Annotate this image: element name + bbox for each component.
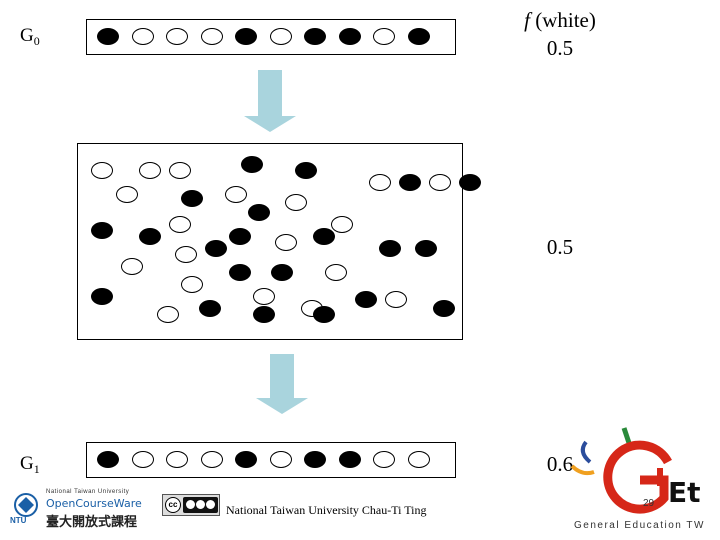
white-ball — [131, 451, 154, 468]
white-ball — [407, 451, 430, 468]
black-ball — [235, 28, 257, 45]
generation-label-g0: G0 — [20, 25, 40, 48]
ntu-mark: NTU — [10, 516, 27, 525]
get-tagline: General Education TW — [574, 520, 705, 531]
footer-credit: National Taiwan University Chau-Ti Ting — [226, 503, 427, 517]
black-ball — [313, 306, 335, 323]
get-logo: Et General Education TW — [568, 424, 720, 540]
black-ball — [229, 228, 251, 245]
frequency-g1: 0.6 — [546, 452, 574, 476]
white-ball — [131, 28, 154, 45]
black-ball — [91, 222, 113, 239]
white-ball — [275, 234, 297, 251]
white-ball — [200, 28, 223, 45]
white-ball — [169, 216, 191, 233]
black-ball — [271, 264, 293, 281]
white-ball — [269, 28, 292, 45]
frequency-pool: 0.5 — [546, 235, 574, 259]
ntu-emblem-icon — [14, 493, 38, 517]
white-ball — [181, 276, 203, 293]
down-arrow-icon — [244, 70, 296, 132]
black-ball — [235, 451, 257, 468]
gamete-pool — [77, 143, 481, 340]
white-ball — [225, 186, 247, 203]
black-ball — [229, 264, 251, 281]
black-ball — [304, 451, 326, 468]
cc-conditions-icon — [183, 497, 218, 513]
black-ball — [139, 228, 161, 245]
black-ball — [313, 228, 335, 245]
white-ball — [429, 174, 451, 191]
svg-text:Et: Et — [668, 476, 701, 509]
get-logo-graphic-icon: Et — [570, 427, 701, 514]
white-ball — [157, 306, 179, 323]
white-ball — [91, 162, 113, 179]
ntu-line1: National Taiwan University — [46, 489, 130, 495]
white-ball — [116, 186, 138, 203]
down-arrow-icon — [256, 354, 308, 414]
black-ball — [338, 28, 361, 45]
frequency-g0: 0.5 — [546, 36, 574, 60]
black-ball — [181, 190, 203, 207]
white-ball — [121, 258, 143, 275]
white-ball — [169, 162, 191, 179]
white-ball — [175, 246, 197, 263]
black-ball — [379, 240, 401, 257]
page-number: 29 — [643, 498, 655, 509]
black-ball — [355, 291, 377, 308]
black-ball — [241, 156, 263, 173]
ntu-line3: 臺大開放式課程 — [46, 515, 138, 530]
black-ball — [199, 300, 221, 317]
black-ball — [205, 240, 227, 257]
black-ball — [248, 204, 270, 221]
white-ball — [385, 291, 407, 308]
white-ball — [200, 451, 223, 468]
black-ball — [91, 288, 113, 305]
white-ball — [166, 451, 188, 468]
black-ball — [399, 174, 421, 191]
white-ball — [166, 28, 188, 45]
black-ball — [295, 162, 317, 179]
ntu-line2: OpenCourseWare — [46, 497, 142, 510]
black-ball — [459, 174, 481, 191]
black-ball — [97, 451, 119, 468]
black-ball — [304, 28, 326, 45]
black-ball — [407, 28, 430, 45]
white-ball — [139, 162, 161, 179]
white-ball — [369, 174, 391, 191]
generation-label-g1: G1 — [20, 453, 40, 476]
white-ball — [325, 264, 347, 281]
white-ball — [285, 194, 307, 211]
black-ball — [433, 300, 455, 317]
creative-commons-badge: cc — [162, 494, 220, 516]
white-ball — [373, 28, 395, 45]
white-ball — [253, 288, 275, 305]
white-ball — [331, 216, 353, 233]
black-ball — [338, 451, 361, 468]
white-ball — [373, 451, 395, 468]
ntu-opencourseware-logo: NTU National Taiwan University OpenCours… — [8, 489, 158, 530]
population-row-g0 — [86, 19, 456, 55]
cc-icon: cc — [165, 497, 181, 513]
black-ball — [97, 28, 119, 45]
black-ball — [415, 240, 437, 257]
black-ball — [253, 306, 275, 323]
white-ball — [269, 451, 292, 468]
population-row-g1 — [86, 442, 456, 478]
frequency-header: f (white) — [524, 8, 596, 32]
